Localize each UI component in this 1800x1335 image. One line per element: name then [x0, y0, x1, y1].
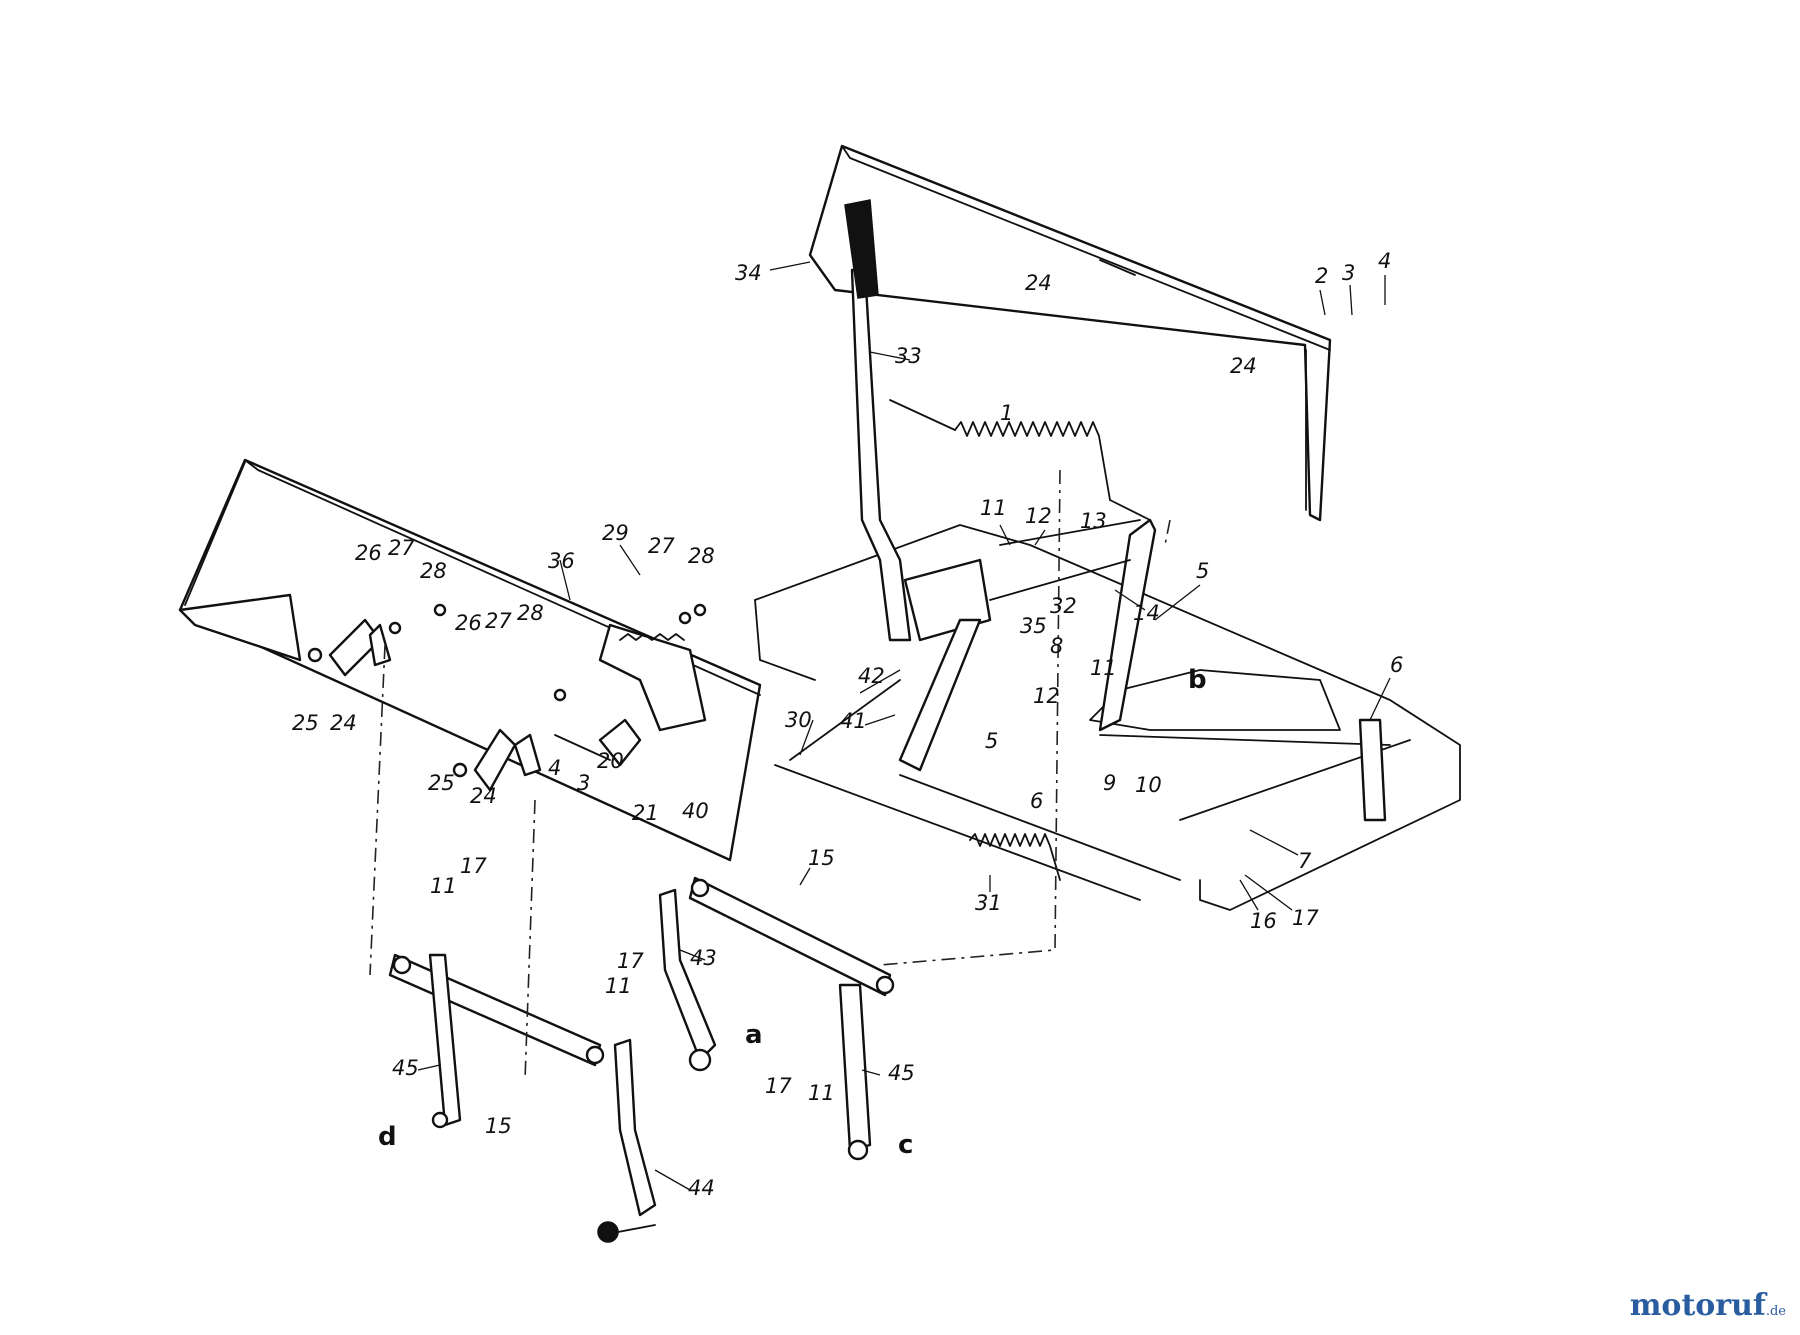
label-16: 16 [1250, 909, 1277, 933]
lower-linkage-right [688, 876, 895, 1161]
label-44: 44 [688, 1176, 715, 1200]
label-2: 2 [1315, 264, 1328, 288]
reference-lines [369, 469, 1171, 1081]
label-4: 4 [1378, 249, 1391, 273]
label-3: 3 [1342, 261, 1355, 285]
rods [774, 679, 1411, 901]
label-5a: 5 [1196, 559, 1209, 583]
levers-43-44 [597, 888, 717, 1243]
label-1: 1 [1000, 401, 1013, 425]
label-c: c [898, 1130, 913, 1160]
label-36: 36 [548, 549, 575, 573]
label-12a: 12 [1025, 504, 1052, 528]
label-27a: 27 [388, 536, 415, 560]
upper-panel [808, 144, 1332, 522]
label-28a: 28 [420, 559, 447, 583]
label-21: 21 [632, 801, 659, 825]
label-a: a [745, 1020, 763, 1050]
label-43: 43 [690, 946, 717, 970]
label-7: 7 [1298, 849, 1312, 873]
spring-1 [889, 399, 1151, 521]
leader-lines [417, 261, 1391, 1191]
label-25a: 25 [292, 711, 319, 735]
label-34: 34 [735, 261, 762, 285]
label-35: 35 [1020, 614, 1047, 638]
center-bracket [898, 518, 1157, 772]
label-13: 13 [1080, 509, 1107, 533]
label-41: 41 [840, 709, 867, 733]
label-28c: 28 [688, 544, 715, 568]
label-20: 20 [597, 749, 624, 773]
label-11e: 11 [808, 1081, 835, 1105]
label-11c: 11 [430, 874, 457, 898]
lower-linkage-left [388, 953, 605, 1129]
label-24b: 24 [1230, 354, 1257, 378]
label-5b: 5 [985, 729, 998, 753]
label-9: 9 [1103, 771, 1116, 795]
label-10: 10 [1135, 773, 1162, 797]
label-25b: 25 [428, 771, 455, 795]
left-small-parts [307, 603, 707, 792]
label-45b: 45 [888, 1061, 915, 1085]
spring-31 [969, 833, 1061, 881]
label-42: 42 [858, 664, 885, 688]
label-31: 31 [975, 891, 1002, 915]
watermark-suffix: .de [1765, 1304, 1786, 1319]
label-30: 30 [785, 708, 812, 732]
label-17a: 17 [1292, 906, 1319, 930]
label-17c: 17 [617, 949, 644, 973]
label-11a: 11 [980, 496, 1007, 520]
label-24c: 24 [330, 711, 357, 735]
label-27c: 27 [648, 534, 675, 558]
watermark-brand: motoruf [1629, 1288, 1766, 1323]
label-4b: 4 [548, 756, 561, 780]
label-24a: 24 [1025, 271, 1052, 295]
label-33: 33 [895, 344, 922, 368]
lever-33 [844, 199, 912, 642]
label-40: 40 [682, 799, 709, 823]
label-15a: 15 [808, 846, 835, 870]
label-15b: 15 [485, 1114, 512, 1138]
label-27b: 27 [485, 609, 512, 633]
label-3b: 3 [577, 771, 590, 795]
base-plate [754, 524, 1461, 911]
label-28b: 28 [517, 601, 544, 625]
label-45a: 45 [392, 1056, 419, 1080]
label-8: 8 [1050, 634, 1063, 658]
label-26b: 26 [455, 611, 482, 635]
label-11b: 11 [1090, 656, 1117, 680]
label-32: 32 [1050, 594, 1077, 618]
label-12b: 12 [1033, 684, 1060, 708]
label-d: d [378, 1122, 397, 1152]
label-17d: 17 [765, 1074, 792, 1098]
label-24d: 24 [470, 784, 497, 808]
watermark-logo: motoruf.de [1630, 1288, 1786, 1323]
label-17b: 17 [460, 854, 487, 878]
label-26a: 26 [355, 541, 382, 565]
sector-29 [598, 623, 707, 732]
label-6b: 6 [1030, 789, 1043, 813]
label-29: 29 [602, 521, 629, 545]
part-labels: 1 2 3 4 5 5 6 6 7 8 9 10 11 11 11 11 11 … [292, 249, 1403, 1200]
label-6a: 6 [1390, 653, 1403, 677]
label-b: b [1188, 665, 1207, 695]
label-11d: 11 [605, 974, 632, 998]
